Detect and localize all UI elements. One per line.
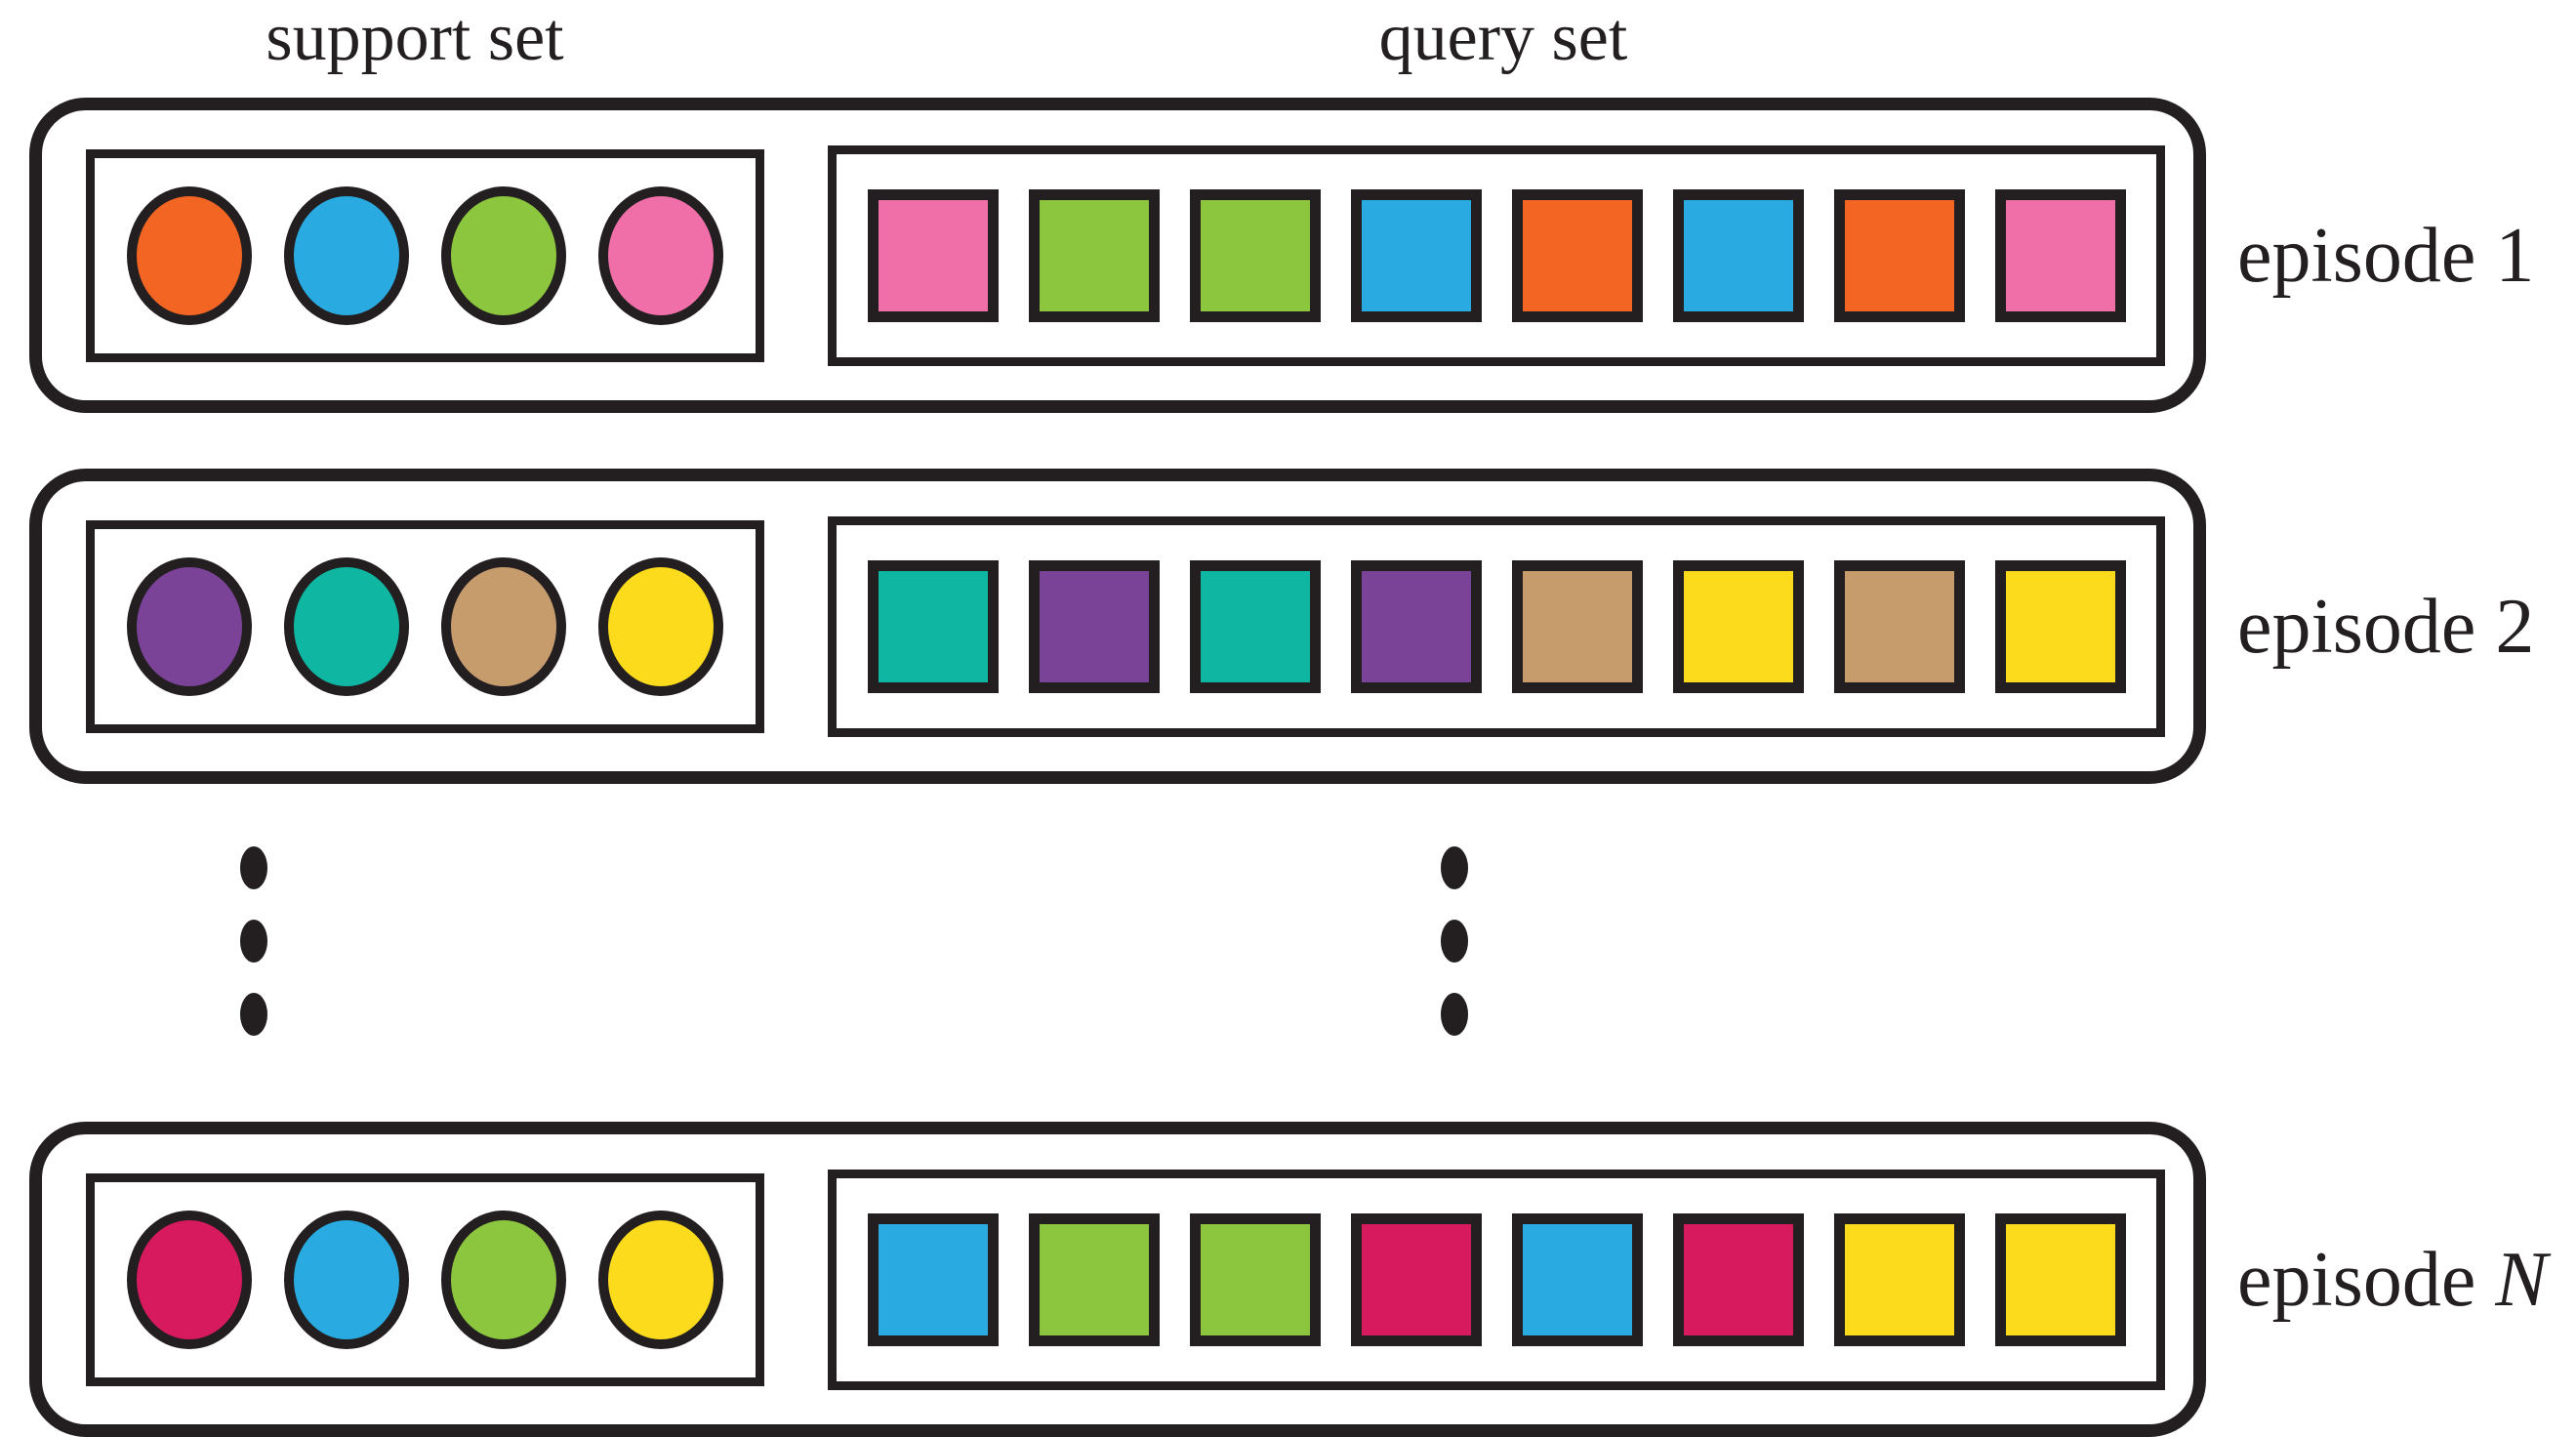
episode-1-label-word: episode [2237, 213, 2476, 299]
circle-yellow [598, 556, 723, 696]
episode-1-query-set [828, 144, 2165, 366]
circle-orange [127, 185, 252, 325]
episode-2-label-word: episode [2237, 584, 2476, 670]
episode-1-support-set [86, 148, 764, 362]
circle-blue [284, 185, 409, 325]
vertical-ellipsis-dot [1441, 846, 1468, 889]
episode-1-box [29, 98, 2206, 413]
square-yellow [1994, 1212, 2126, 1346]
square-teal [1189, 559, 1321, 693]
square-blue [1672, 188, 1804, 322]
square-green [1189, 188, 1321, 322]
vertical-ellipsis-query [1441, 846, 1468, 1036]
episode-2-label-number: 2 [2495, 584, 2535, 670]
circle-yellow [598, 1210, 723, 1349]
square-orange [1511, 188, 1643, 322]
episode-2-box [29, 469, 2206, 784]
square-blue [867, 1212, 999, 1346]
episode-2-label: episode 2 [2237, 588, 2534, 666]
square-blue [1511, 1212, 1643, 1346]
square-pink [1994, 188, 2126, 322]
vertical-ellipsis-dot [1441, 920, 1468, 963]
square-yellow [1833, 1212, 1965, 1346]
episode-n-label-word: episode [2237, 1237, 2476, 1323]
circle-tan [441, 556, 566, 696]
square-green [1028, 188, 1160, 322]
circle-crimson [127, 1210, 252, 1349]
circle-blue [284, 1210, 409, 1349]
support-set-heading: support set [266, 0, 564, 75]
episode-2-support-set [86, 519, 764, 733]
episode-2-query-set [828, 515, 2165, 737]
square-yellow [1994, 559, 2126, 693]
query-set-heading: query set [1378, 0, 1628, 75]
circle-teal [284, 556, 409, 696]
circle-purple [127, 556, 252, 696]
episode-n-box [29, 1122, 2206, 1437]
square-green [1189, 1212, 1321, 1346]
circle-green [441, 185, 566, 325]
square-orange [1833, 188, 1965, 322]
episode-n-query-set [828, 1169, 2165, 1390]
episode-1-label-number: 1 [2495, 213, 2535, 299]
circle-green [441, 1210, 566, 1349]
square-green [1028, 1212, 1160, 1346]
square-teal [867, 559, 999, 693]
square-crimson [1672, 1212, 1804, 1346]
vertical-ellipsis-dot [1441, 993, 1468, 1036]
square-crimson [1350, 1212, 1482, 1346]
vertical-ellipsis-dot [240, 846, 267, 889]
square-blue [1350, 188, 1482, 322]
vertical-ellipsis-support [240, 846, 267, 1036]
square-purple [1350, 559, 1482, 693]
episode-n-label-number: N [2495, 1237, 2548, 1323]
square-purple [1028, 559, 1160, 693]
square-yellow [1672, 559, 1804, 693]
episode-n-support-set [86, 1172, 764, 1386]
square-tan [1511, 559, 1643, 693]
vertical-ellipsis-dot [240, 920, 267, 963]
square-tan [1833, 559, 1965, 693]
episode-n-label: episode N [2237, 1241, 2548, 1319]
square-pink [867, 188, 999, 322]
circle-pink [598, 185, 723, 325]
vertical-ellipsis-dot [240, 993, 267, 1036]
episode-1-label: episode 1 [2237, 217, 2534, 295]
